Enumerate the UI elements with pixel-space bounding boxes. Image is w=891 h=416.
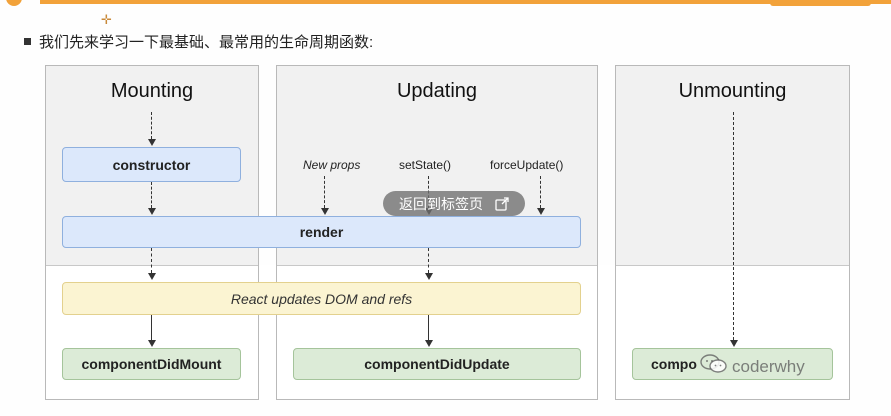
trigger-new-props: New props [303,158,361,172]
connector-line [151,112,152,139]
connector-line [428,315,429,340]
mounting-title: Mounting [110,80,194,102]
react-updates-box: React updates DOM and refs [62,282,581,315]
arrowhead-icon [730,340,738,347]
connector-line [428,248,429,273]
trigger-set-state: setState() [399,158,452,172]
crosshair-cursor-icon: ✛ [101,12,112,27]
arrowhead-icon [425,340,433,347]
arrowhead-icon [148,273,156,280]
connector-line [151,182,152,208]
updating-title: Updating [396,80,478,102]
wechat-icon [700,353,728,380]
back-to-tab-button[interactable]: 返回到标签页 [383,191,525,216]
unmounting-panel: Unmounting [615,65,850,400]
arrowhead-icon [537,208,545,215]
render-box: render [62,216,581,248]
connector-line [733,112,734,340]
component-did-mount-box: componentDidMount [62,348,241,380]
back-to-tab-label: 返回到标签页 [399,195,483,212]
connector-line [324,176,325,208]
arrowhead-icon [148,208,156,215]
watermark: coderwhy [700,353,805,380]
square-bullet-icon [24,38,31,45]
arrowhead-icon [425,273,433,280]
top-tab-button[interactable] [770,0,871,6]
connector-line [151,248,152,273]
window-circle-icon [6,0,22,6]
arrowhead-icon [148,340,156,347]
arrowhead-icon [321,208,329,215]
unmounting-render-phase [616,66,849,266]
will-unmount-label: compo [651,356,697,372]
trigger-force-update: forceUpdate() [490,158,564,172]
component-did-update-box: componentDidUpdate [293,348,581,380]
unmounting-title: Unmounting [678,80,787,102]
component-will-unmount-box: compo [632,348,833,380]
connector-line [540,176,541,208]
connector-line [151,315,152,340]
arrowhead-icon [148,139,156,146]
top-accent-line [40,0,891,4]
heading-text: 我们先来学习一下最基础、最常用的生命周期函数: [39,34,374,51]
external-link-icon [495,196,509,211]
watermark-text: coderwhy [732,356,805,376]
section-heading: 我们先来学习一下最基础、最常用的生命周期函数: [24,31,373,52]
constructor-box: constructor [62,147,241,182]
